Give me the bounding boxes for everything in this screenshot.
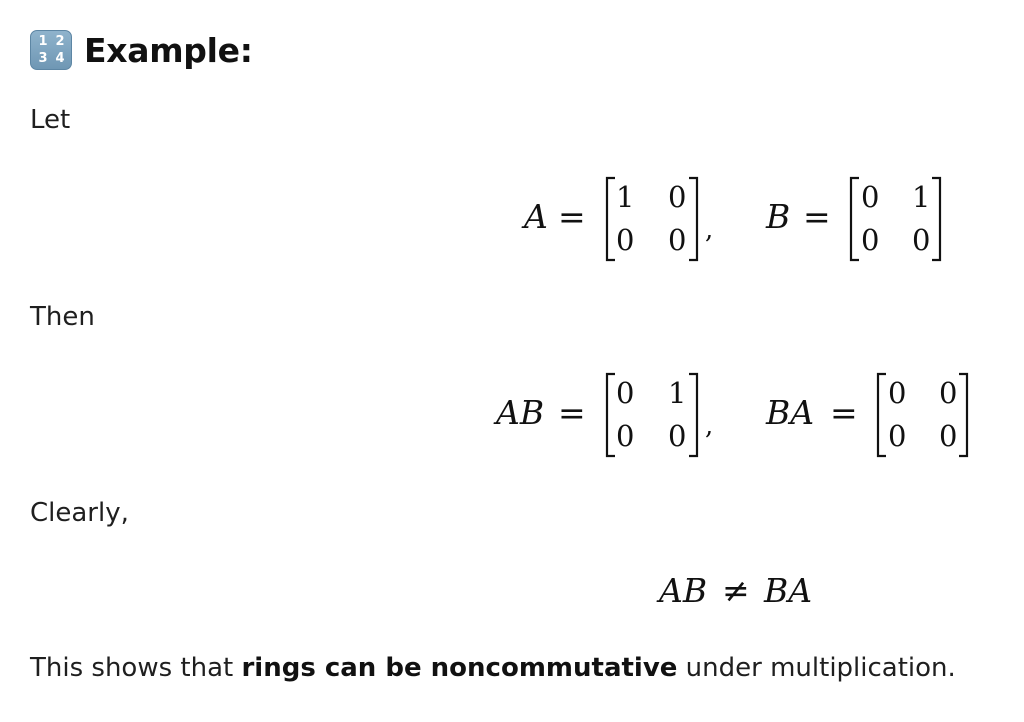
comma: , [705,215,713,245]
left-bracket [605,176,615,262]
heading-title: Example: [84,30,253,70]
matrix-entry: 1 [616,180,634,214]
equation-inequality: AB ≠ BA [656,571,812,610]
input-numbers-icon: 1 2 3 4 [30,30,72,70]
product-ba-symbol: BA [765,393,814,432]
left-bracket [876,372,886,458]
not-equal-sign: ≠ [722,571,750,610]
product-ba-symbol: BA [763,571,812,610]
matrix-entry: 0 [888,376,906,410]
matrix-entry: 1 [668,376,686,410]
paragraph-let: Let [30,105,71,135]
matrix-entry: 0 [912,223,930,257]
right-bracket [689,372,699,458]
matrix-entry: 0 [668,223,686,257]
matrix-entry: 0 [668,180,686,214]
matrix-entry: 0 [939,419,957,453]
right-bracket [689,176,699,262]
equals-sign: = [558,393,586,432]
matrix-entry: 0 [861,180,879,214]
product-ab-symbol: AB [656,571,707,610]
equation-definition: A = 1 0 0 0 , B = 0 1 0 0 [521,176,942,262]
left-bracket [849,176,859,262]
matrix-a-symbol: A [521,197,548,236]
right-bracket [932,176,942,262]
conclusion-suffix: under multiplication. [677,653,956,683]
matrix-b-symbol: B [765,197,790,236]
equals-sign: = [803,197,831,236]
section-heading: 1 2 3 4 Example: [30,28,253,72]
icon-digit: 3 [38,51,48,66]
equals-sign: = [830,393,858,432]
right-bracket [959,372,969,458]
left-bracket [605,372,615,458]
comma: , [705,411,713,441]
matrix-entry: 0 [668,419,686,453]
conclusion-emphasis: rings can be noncommutative [241,653,678,683]
matrix-entry: 1 [912,180,930,214]
equation-products: AB = 0 1 0 0 , BA = 0 0 0 0 [493,372,969,458]
matrix-entry: 0 [888,419,906,453]
matrix-entry: 0 [616,223,634,257]
matrix-entry: 0 [939,376,957,410]
paragraph-conclusion: This shows that rings can be noncommutat… [30,652,956,684]
paragraph-clearly: Clearly, [30,498,129,528]
paragraph-then: Then [30,302,95,332]
icon-digit: 2 [55,34,65,49]
conclusion-prefix: This shows that [30,653,242,683]
matrix-entry: 0 [616,376,634,410]
equals-sign: = [558,197,586,236]
icon-digit: 4 [55,51,65,66]
matrix-entry: 0 [861,223,879,257]
matrix-entry: 0 [616,419,634,453]
icon-digit: 1 [38,34,48,49]
product-ab-symbol: AB [493,393,544,432]
